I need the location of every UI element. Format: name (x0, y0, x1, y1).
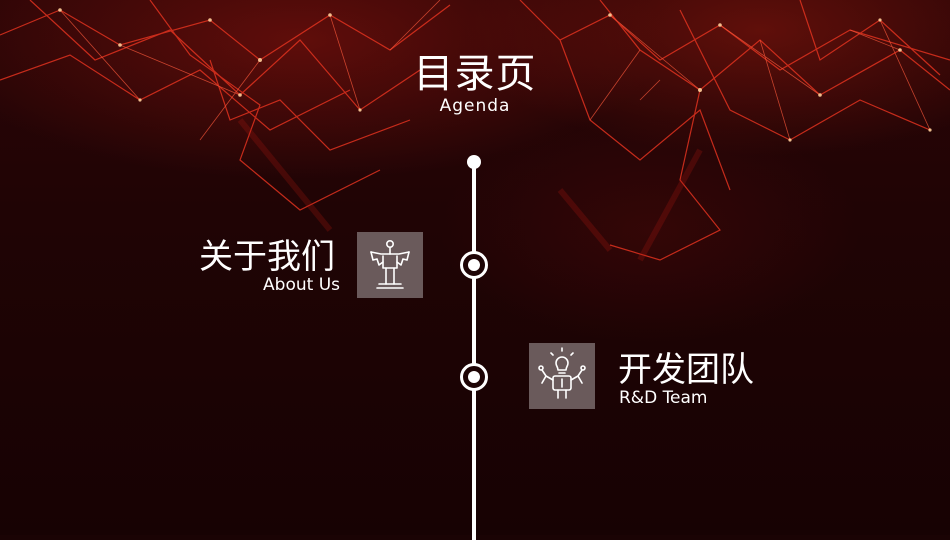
timeline-line (472, 160, 476, 540)
rd-team-subtitle: R&D Team (619, 388, 708, 408)
lightbulb-robot-icon[interactable] (529, 343, 595, 409)
about-us-subtitle: About Us (263, 275, 340, 295)
about-us-title[interactable]: 关于我们 (199, 237, 335, 277)
timeline-node-team (460, 363, 488, 391)
timeline-node-dot (468, 371, 480, 383)
timeline-node-about (460, 251, 488, 279)
page-title: 目录页 (413, 51, 537, 97)
timeline-start-dot (467, 155, 481, 169)
page-subtitle: Agenda (439, 96, 511, 116)
timeline-node-dot (468, 259, 480, 271)
rd-team-title[interactable]: 开发团队 (618, 350, 754, 390)
angel-figure-icon[interactable] (357, 232, 423, 298)
